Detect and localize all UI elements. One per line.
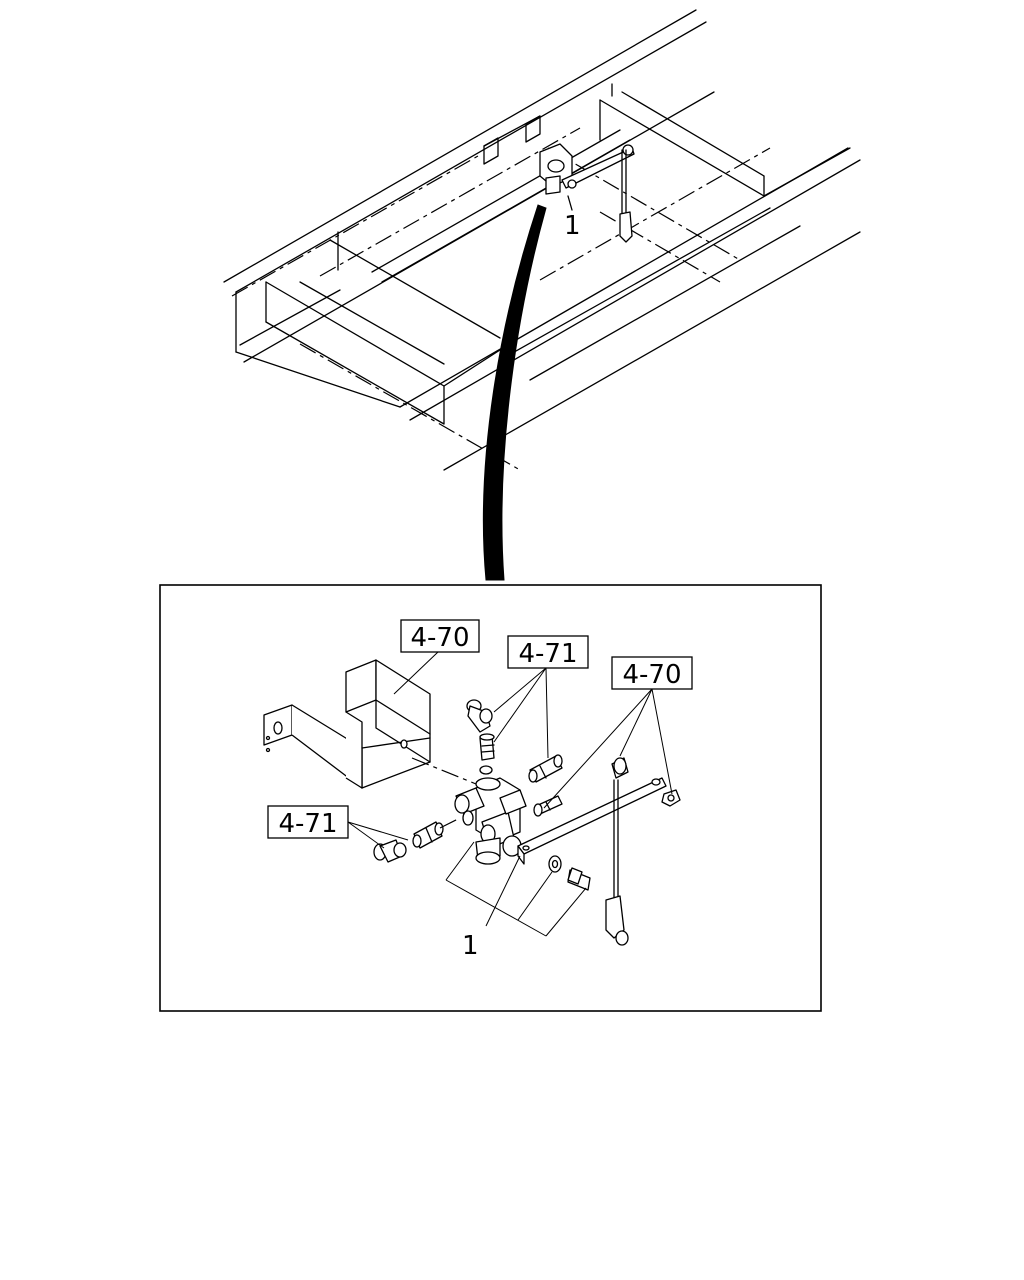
leader-linkage: [543, 688, 673, 809]
detail-item-label: 1: [462, 931, 479, 961]
callout-bracket-ref-label: 4-70: [410, 623, 469, 653]
linkage-bolt-upper: [533, 795, 563, 817]
leader-fitting-left: [347, 821, 409, 849]
callout-linkage-ref-label: 4-70: [622, 660, 681, 690]
detail-view-frame: [159, 584, 822, 1012]
chassis-frame-overview: [223, 9, 861, 471]
left-fitting-axis-line: [439, 817, 461, 829]
linkage-bolt-lower: [567, 867, 591, 891]
callout-box-fitting-left-ref: [267, 805, 349, 839]
connector-fitting-top: [479, 733, 495, 761]
bracket-axis-line: [411, 757, 477, 785]
lock-nut: [661, 789, 681, 807]
leader-fitting-top: [493, 667, 549, 759]
callout-fitting-left-ref-label: 4-71: [278, 809, 337, 839]
elbow-fitting-top: [466, 699, 493, 733]
callout-fitting-top-ref-label: 4-71: [518, 639, 577, 669]
mounting-bracket: [263, 659, 431, 789]
leveling-valve-overview: [539, 143, 635, 243]
vertical-link-rod: [605, 757, 629, 946]
callout-box-bracket-ref: [400, 619, 480, 653]
leveling-valve-body: [454, 765, 527, 865]
leader-bracket: [393, 651, 439, 695]
detail-callout-arrow: [482, 204, 547, 581]
washer: [548, 855, 562, 873]
connector-fitting-right: [528, 754, 563, 783]
callout-box-fitting-top-ref: [507, 635, 589, 669]
overview-item-label: 1: [564, 211, 581, 241]
elbow-fitting-left: [373, 839, 407, 863]
connector-fitting-left: [412, 821, 444, 849]
lever-arm: [517, 777, 667, 865]
leader-item-detail: [445, 841, 587, 937]
